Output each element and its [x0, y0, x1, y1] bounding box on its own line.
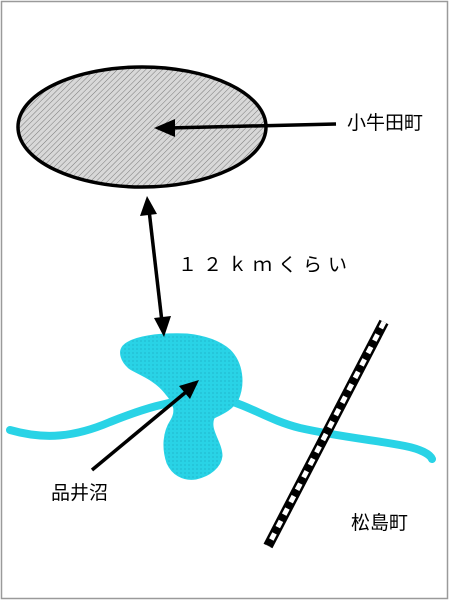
matsushima-town-label: 松島町 [351, 512, 409, 534]
river [6, 393, 436, 463]
oushida-town-label: 小牛田町 [347, 112, 424, 134]
oushida-pointer-arrow-head [154, 119, 175, 137]
shinai-numa-pointer-arrow-head [179, 380, 199, 399]
railway-line-dash [265, 320, 387, 548]
distance-arrow-head-bottom [154, 316, 171, 337]
distance-arrow-shaft [147, 209, 164, 323]
oushida-pointer-arrow-shaft [167, 122, 337, 130]
shinai-numa-pointer-arrow-shaft [90, 390, 188, 472]
shinai-numa-label: 品井沼 [51, 482, 109, 504]
shinai-numa-marsh [120, 333, 243, 480]
distance-arrow-head-top [140, 196, 157, 216]
distance-label: １２ｋｍくらい [178, 254, 354, 276]
